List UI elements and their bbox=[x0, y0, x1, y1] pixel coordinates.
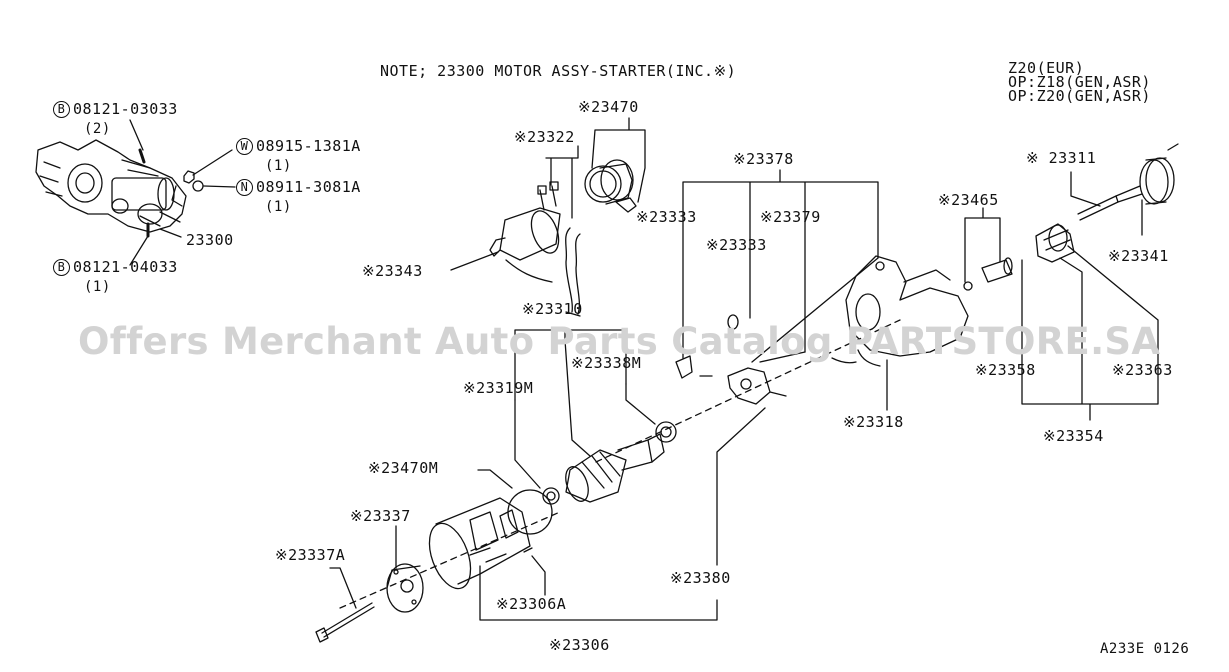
fastener-code: 08915-1381A bbox=[256, 137, 361, 155]
overview-starter-drawing bbox=[35, 119, 236, 266]
leader-23378 bbox=[682, 169, 879, 359]
leader-23343 bbox=[450, 251, 499, 271]
part-23306[interactable]: ※23306 bbox=[549, 636, 610, 654]
part-23380[interactable]: ※23380 bbox=[670, 569, 731, 587]
applicability-line: OP:Z20(GEN,ASR) bbox=[1008, 87, 1151, 105]
part-23354[interactable]: ※23354 bbox=[1043, 427, 1104, 445]
leader-23337a bbox=[329, 567, 357, 609]
part-23338m[interactable]: ※23338M bbox=[571, 354, 642, 372]
fastener-qty: (1) bbox=[265, 158, 292, 174]
diagram-code: A233E 0126 bbox=[1100, 641, 1190, 657]
applicability-line: OP:Z18(GEN,ASR) bbox=[1008, 73, 1151, 91]
pinion-shaft-drawing bbox=[1077, 143, 1179, 221]
leader-23310 bbox=[514, 329, 627, 457]
part-23337[interactable]: ※23337 bbox=[350, 507, 411, 525]
part-23470[interactable]: ※23470 bbox=[578, 98, 639, 116]
fastener-letter-badge: B bbox=[53, 101, 70, 118]
fastener-letter-badge: B bbox=[53, 259, 70, 276]
leader-23470m bbox=[477, 469, 513, 489]
part-23322[interactable]: ※23322 bbox=[514, 128, 575, 146]
part-23337a[interactable]: ※23337A bbox=[275, 546, 346, 564]
note-text: NOTE; 23300 MOTOR ASSY-STARTER(INC.※) bbox=[380, 62, 737, 80]
part-23319m[interactable]: ※23319M bbox=[463, 379, 534, 397]
part-23343[interactable]: ※23343 bbox=[362, 262, 423, 280]
fastener-qty: (2) bbox=[84, 121, 111, 137]
part-23358[interactable]: ※23358 bbox=[975, 361, 1036, 379]
fastener-letter-badge: W bbox=[236, 138, 253, 155]
gear-housing-drawing bbox=[831, 255, 969, 367]
leader-23311 bbox=[1070, 171, 1101, 207]
part-23363[interactable]: ※23363 bbox=[1112, 361, 1173, 379]
fastener-qty: (1) bbox=[265, 199, 292, 215]
part-23311[interactable]: ※ 23311 bbox=[1026, 149, 1097, 167]
yoke-drawing bbox=[428, 489, 553, 590]
part-23379[interactable]: ※23379 bbox=[760, 208, 821, 226]
leader-23306a bbox=[531, 555, 546, 596]
leader-23354 bbox=[1021, 245, 1159, 421]
brush-parts-drawing bbox=[675, 314, 787, 405]
armature-drawing bbox=[542, 421, 677, 505]
leader-23465 bbox=[964, 207, 1001, 283]
applicability-line: Z20(EUR) bbox=[1008, 59, 1085, 77]
leader-23338m bbox=[625, 383, 656, 425]
part-23465[interactable]: ※23465 bbox=[938, 191, 999, 209]
part-23318[interactable]: ※23318 bbox=[843, 413, 904, 431]
fastener-code: 08911-3081A bbox=[256, 178, 361, 196]
fastener-code: 08121-03033 bbox=[73, 100, 178, 118]
leader-23470 bbox=[591, 117, 646, 203]
leader-23306-23380 bbox=[479, 407, 766, 621]
rear-cover-drawing bbox=[386, 563, 424, 613]
leader-23322 bbox=[545, 145, 579, 219]
part-23333[interactable]: ※23333 bbox=[706, 236, 767, 254]
small-parts-23465 bbox=[963, 257, 1013, 291]
through-bolt-drawing bbox=[315, 602, 375, 643]
fastener-qty: (1) bbox=[84, 279, 111, 295]
part-23378[interactable]: ※23378 bbox=[733, 150, 794, 168]
clutch-drawing bbox=[1035, 223, 1075, 263]
center-axis bbox=[339, 319, 901, 609]
part-23310[interactable]: ※23310 bbox=[522, 300, 583, 318]
watermark: Offers Merchant Auto Parts Catalog PARTS… bbox=[78, 320, 1161, 363]
part-23470m[interactable]: ※23470M bbox=[368, 459, 439, 477]
applicability-list: Z20(EUR) OP:Z18(GEN,ASR) OP:Z20(GEN,ASR) bbox=[1008, 59, 1151, 105]
seal-rings-drawing bbox=[584, 159, 637, 213]
solenoid-drawing bbox=[489, 181, 581, 317]
part-23333[interactable]: ※23333 bbox=[636, 208, 697, 226]
leader-23319m bbox=[514, 399, 541, 489]
part-23306a[interactable]: ※23306A bbox=[496, 595, 567, 613]
part-23341[interactable]: ※23341 bbox=[1108, 247, 1169, 265]
fastener-letter-badge: N bbox=[236, 179, 253, 196]
part-23300[interactable]: 23300 bbox=[186, 231, 234, 249]
fastener-code: 08121-04033 bbox=[73, 258, 178, 276]
